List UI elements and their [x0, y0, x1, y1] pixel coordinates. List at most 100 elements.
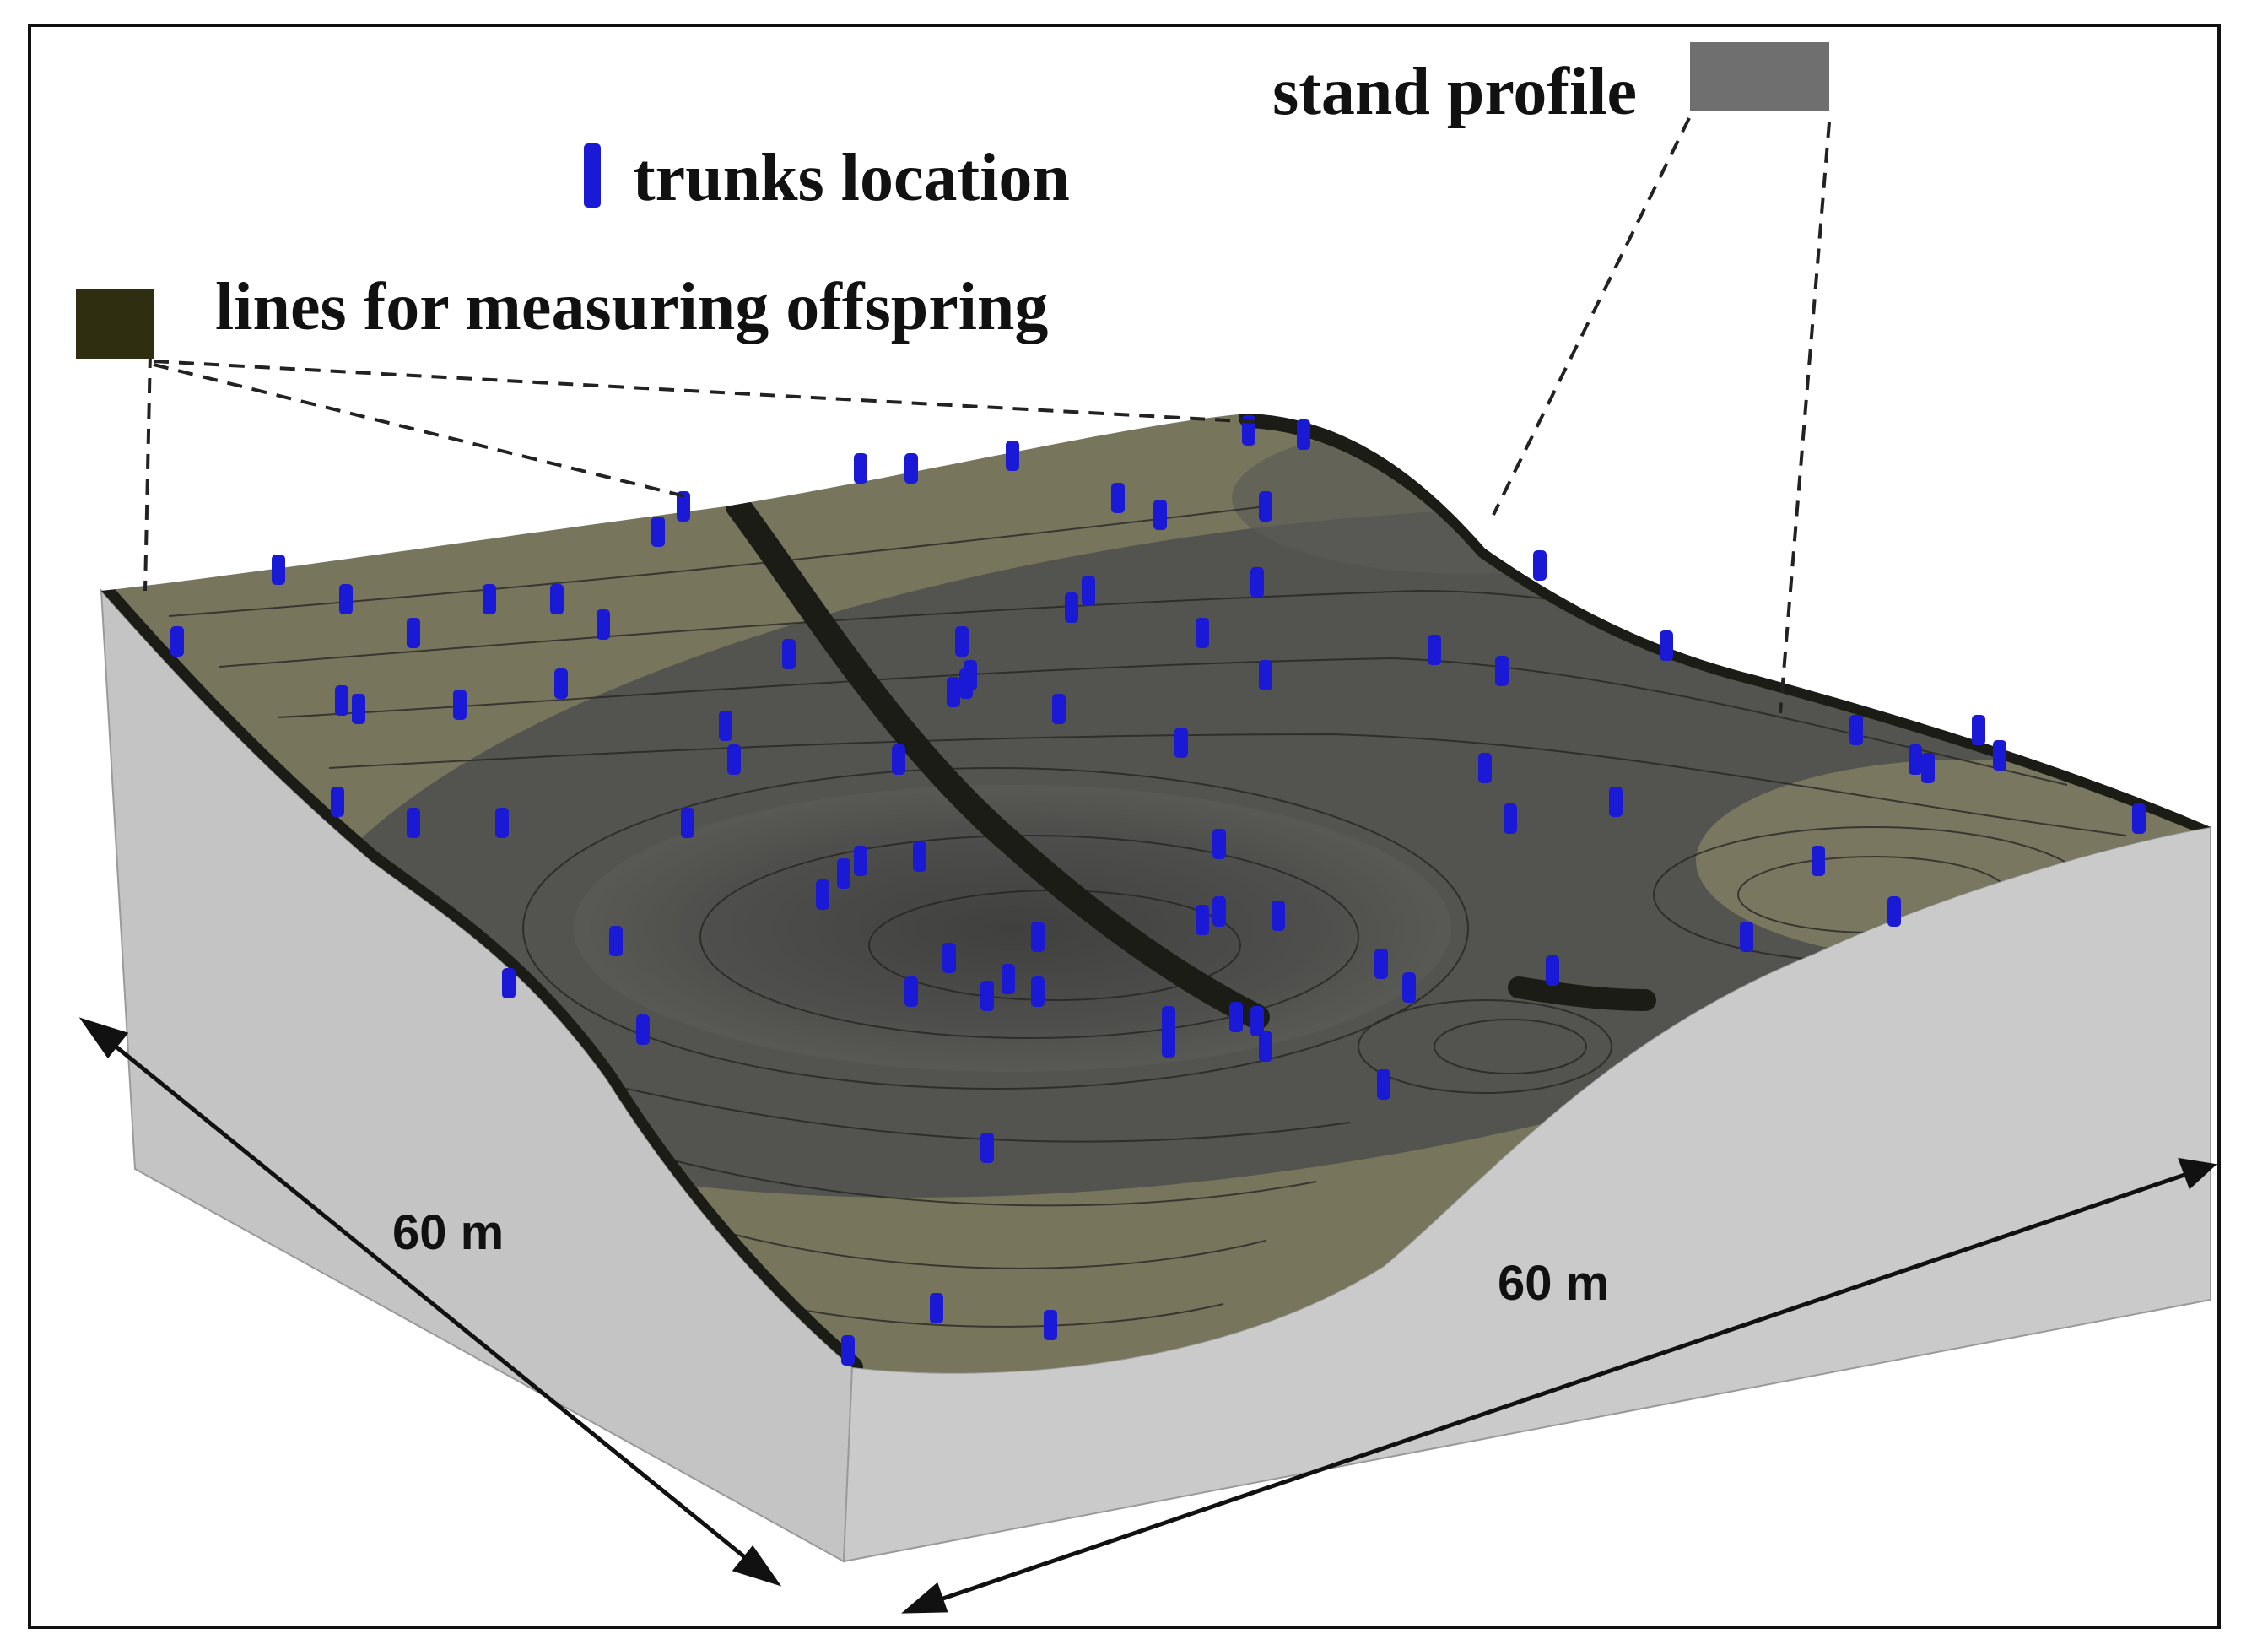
trunk-marker: [170, 626, 184, 657]
dimension-arrows: [78, 1017, 2217, 1614]
trunk-marker: [597, 609, 610, 640]
trunk-marker: [1609, 787, 1623, 817]
trunks-layer: [170, 415, 2146, 1366]
measuring-line-back: [1239, 414, 2211, 837]
leader-measuring-1: [143, 352, 152, 592]
trunk-marker: [502, 968, 516, 998]
measuring-lines-label: lines for measuring offspring: [215, 270, 1048, 344]
measuring-lines: [101, 414, 2211, 1373]
trunk-marker: [1162, 1027, 1175, 1058]
trunk-marker: [339, 584, 353, 614]
trunk-marker: [959, 668, 973, 699]
trunk-marker: [550, 584, 564, 614]
trunk-marker: [1812, 846, 1825, 876]
trunk-marker: [352, 694, 365, 724]
trunk-marker: [1921, 753, 1935, 783]
trunk-marker: [1495, 656, 1509, 686]
trunk-marker: [1052, 694, 1066, 724]
trunk-marker: [1196, 905, 1209, 935]
trunk-marker: [407, 808, 420, 838]
measuring-line-middle: [726, 494, 1270, 1030]
leader-lines: [143, 117, 1831, 714]
trunk-marker: [719, 711, 732, 741]
trunk-marker: [1972, 715, 1985, 745]
trunk-marker: [453, 690, 467, 720]
trunk-marker: [1006, 441, 1019, 471]
front-dimension-label: 60 m: [392, 1205, 504, 1260]
trunk-marker: [1887, 896, 1901, 927]
trunk-marker: [1259, 660, 1272, 690]
trunk-marker: [1259, 491, 1272, 522]
trunk-marker: [1402, 972, 1416, 1003]
trunk-marker: [1044, 1310, 1057, 1340]
trunk-marker: [554, 668, 568, 699]
trunk-marker: [955, 626, 969, 657]
trunk-marker: [1504, 803, 1517, 834]
contour-lines: [168, 506, 2127, 1328]
leader-measuring-2: [153, 363, 693, 500]
trunk-marker: [1272, 901, 1285, 931]
trunk-marker: [1229, 1002, 1243, 1032]
stand-profile-label: stand profile: [1272, 55, 1637, 129]
trunk-marker: [1259, 1031, 1272, 1062]
trunk-marker: [904, 976, 918, 1007]
trunk-marker: [1111, 483, 1125, 513]
trunk-marker: [1031, 922, 1045, 952]
trunk-marker: [942, 943, 956, 973]
trunk-marker: [1533, 550, 1547, 581]
trunk-marker: [407, 618, 420, 648]
trunk-marker: [913, 841, 926, 872]
leader-profile-2: [1779, 122, 1831, 714]
trunk-marker: [609, 926, 623, 956]
trunk-marker: [947, 677, 960, 707]
stand-profile-swatch: [1690, 42, 1829, 111]
trunk-marker: [1478, 753, 1492, 783]
trunk-marker: [1002, 964, 1015, 994]
trunk-marker: [727, 744, 741, 775]
trunk-marker: [1377, 1069, 1390, 1100]
leader-profile-1: [1492, 117, 1691, 516]
trunk-marker: [1153, 500, 1167, 530]
trunk-marker: [1546, 955, 1559, 986]
trunk-marker: [651, 517, 665, 547]
trunk-marker: [782, 639, 796, 669]
trunk-marker: [841, 1335, 855, 1366]
trunk-marker: [331, 787, 344, 817]
trunk-marker: [980, 1133, 994, 1163]
trunk-marker: [483, 584, 496, 614]
trunk-marker: [1993, 740, 2006, 771]
trunk-marker: [272, 555, 285, 585]
trunks-location-label: trunks location: [633, 141, 1070, 215]
measuring-line-swatch: [76, 289, 154, 359]
trunk-marker: [930, 1293, 943, 1323]
trunk-marker: [1297, 419, 1310, 450]
trunk-marker: [1428, 635, 1441, 665]
trunk-marker: [816, 879, 829, 910]
leader-measuring-3: [153, 360, 1258, 424]
measuring-line-left: [101, 584, 863, 1373]
trunk-marker: [677, 491, 690, 522]
trunk-marker: [854, 453, 867, 484]
trunk-marker: [1196, 618, 1209, 648]
trunk-marker: [980, 981, 994, 1011]
trunk-marker: [681, 808, 694, 838]
figure-frame: [28, 24, 2221, 1629]
trunk-marker: [1174, 728, 1188, 758]
trunk-marker: [1250, 567, 1264, 598]
trunk-marker: [1740, 922, 1753, 952]
right-dimension-label: 60 m: [1498, 1256, 1609, 1311]
trunk-marker: [1212, 829, 1226, 859]
trunk-marker: [495, 808, 509, 838]
trunk-marker: [1850, 715, 1863, 745]
trunk-marker: [2132, 803, 2146, 834]
front-dimension-arrow: [104, 1036, 757, 1567]
trunk-marker: [854, 846, 867, 876]
trunk-marker: [892, 744, 905, 775]
trunk-legend-swatch: [584, 143, 601, 208]
trunk-marker: [335, 685, 348, 716]
trunk-marker: [1031, 976, 1045, 1007]
right-dimension-arrow: [927, 1171, 2190, 1606]
trunk-marker: [636, 1014, 650, 1045]
trunk-marker: [904, 453, 918, 484]
